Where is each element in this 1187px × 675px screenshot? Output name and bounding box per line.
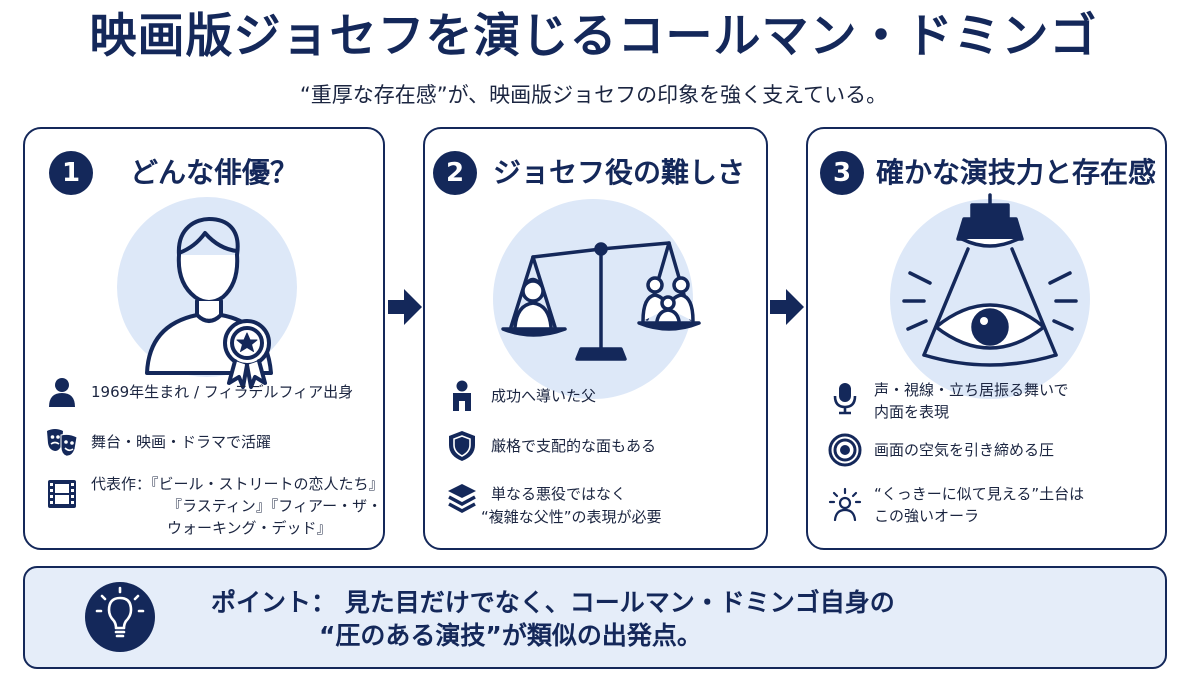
layers-icon [445,481,479,515]
card-header: 1 どんな俳優？ [25,151,383,197]
point-line-2: “圧のある演技”が類似の出発点。 [319,621,702,650]
item-text: 声・視線・立ち居振る舞いで [874,381,1069,399]
item-text: 内面を表現 [874,403,950,421]
card-actor: 1 どんな俳優？ 1969年生まれ / フィラデルフィア出身 舞台・映画・ドラマ… [23,127,385,550]
card-title: ジョセフ役の難しさ [493,156,746,189]
step-number-badge: 1 [49,151,93,195]
card-header: 2 ジョセフ役の難しさ [425,151,766,197]
item-text: 成功へ導いた父 [491,387,597,405]
microphone-icon [828,381,862,415]
item-text: “くっきーに似て見える”土台は [874,485,1085,503]
card-header: 3 確かな演技力と存在感 [808,151,1165,197]
father-icon [445,379,479,413]
theater-masks-icon [45,425,79,459]
point-banner: ポイント： 見た目だけでなく、コールマン・ドミンゴ自身の “圧のある演技”が類似… [23,566,1167,669]
film-strip-icon [45,477,79,511]
step-number-badge: 2 [433,151,477,195]
item-text: 舞台・映画・ドラマで活躍 [91,433,272,451]
item-text: 1969年生まれ / フィラデルフィア出身 [91,383,354,401]
point-text: ポイント： 見た目だけでなく、コールマン・ドミンゴ自身の “圧のある演技”が類似… [211,586,1151,652]
item-text: “複雑な父性”の表現が必要 [481,508,662,526]
item-text: 『ラスティン』『フィアー・ザ・ [167,497,383,515]
card-title: 確かな演技力と存在感 [876,156,1157,189]
card-acting-presence: 3 確かな演技力と存在感 声・視線・立ち居振る舞いで 内面を表現 [806,127,1167,550]
page-title: 映画版ジョセフを演じるコールマン・ドミンゴ [89,9,1098,64]
card-title: どんな俳優？ [130,156,299,189]
actor-with-award-icon [117,197,297,389]
spotlight-eye-icon [890,193,1090,399]
arrow-right-icon [768,287,806,327]
card-role-difficulty: 2 ジョセフ役の難しさ 成功へ導いた父 [423,127,768,550]
item-text: この強いオーラ [874,507,980,525]
step-number-badge: 3 [820,151,864,195]
item-text: 画面の空気を引き締める圧 [874,441,1055,459]
point-line-1: ポイント： 見た目だけでなく、コールマン・ドミンゴ自身の [211,588,895,617]
item-text: 代表作：『ビール・ストリートの恋人たち』 [91,475,384,493]
item-text: ウォーキング・デッド』 [167,519,332,537]
arrow-right-icon [386,287,424,327]
target-icon [828,433,862,467]
item-text: 厳格で支配的な面もある [491,437,657,455]
item-text: 単なる悪役ではなく [491,485,627,503]
person-icon [45,375,79,409]
page-subtitle: “重厚な存在感”が、映画版ジョセフの印象を強く支えている。 [299,83,888,107]
lightbulb-icon [85,582,155,652]
balance-scale-icon [493,199,701,399]
aura-person-icon [828,487,862,522]
shield-icon [445,429,479,463]
